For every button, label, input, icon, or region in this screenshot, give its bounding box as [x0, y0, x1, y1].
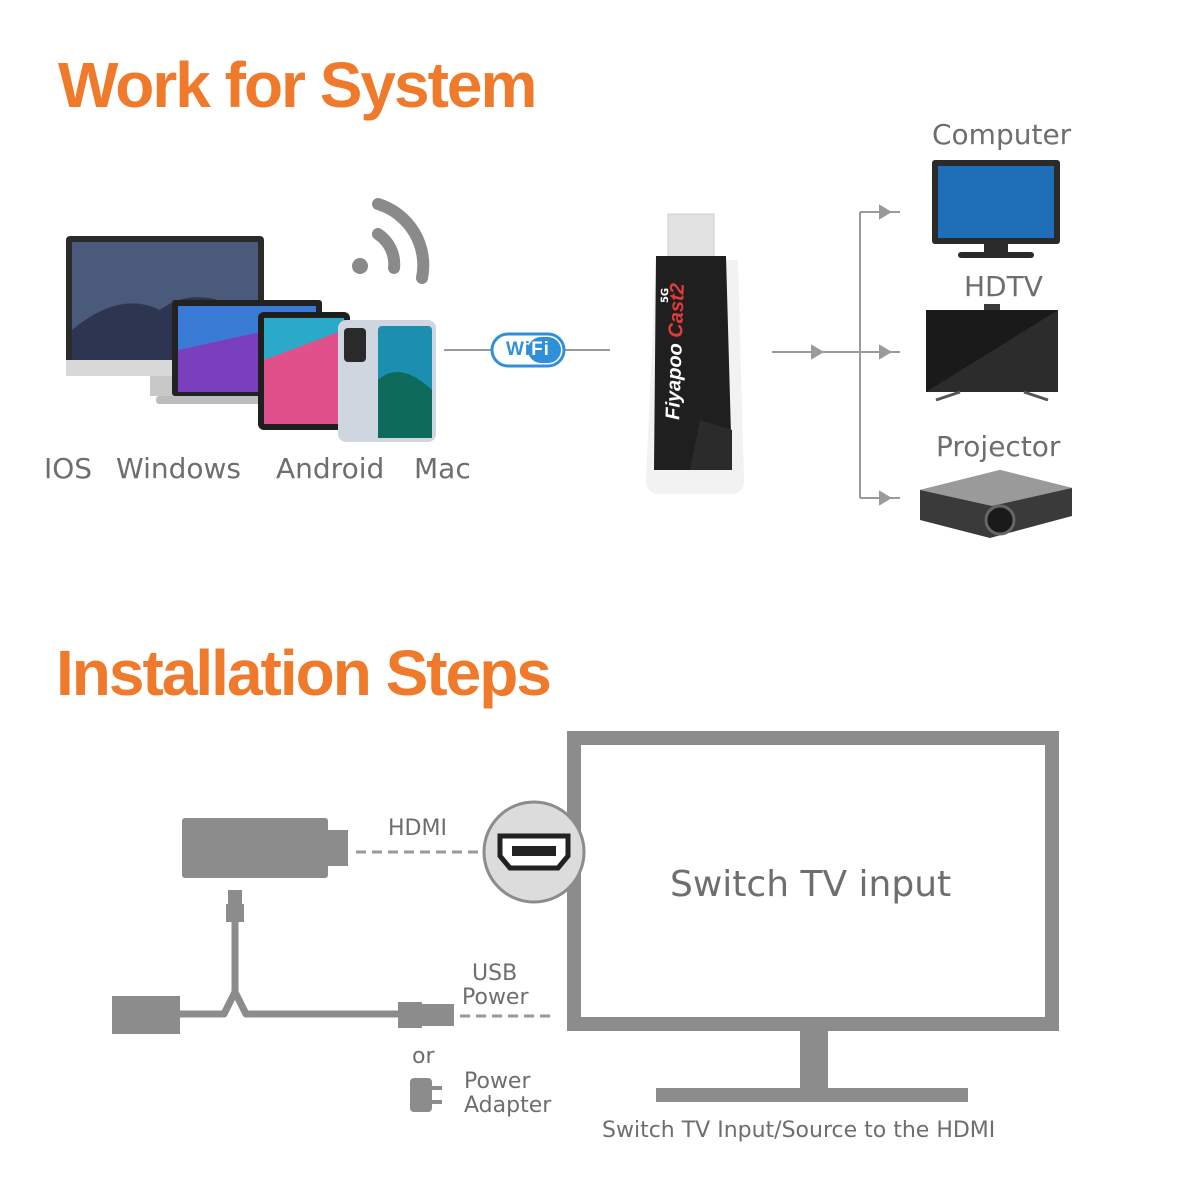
- wireless-signal-icon: [352, 198, 430, 284]
- power-adapter-icon: [410, 1078, 442, 1112]
- power-adapter-label: Power Adapter: [464, 1070, 551, 1118]
- installation-steps-title: Installation Steps: [56, 637, 552, 709]
- hdtv-icon: [926, 304, 1058, 402]
- computer-monitor-icon: [932, 160, 1060, 258]
- tablet-icon: [258, 312, 350, 430]
- output-label-hdtv: HDTV: [964, 270, 1043, 303]
- usb-label-line1: USB: [472, 961, 518, 986]
- system-label-windows: Windows: [116, 452, 241, 485]
- adapter-label-line2: Adapter: [464, 1093, 552, 1118]
- usb-label-line2: Power: [462, 985, 529, 1010]
- micro-usb-plug-icon: [226, 890, 244, 922]
- dongle-side-icon: [182, 818, 348, 878]
- usb-socket-icon: [112, 996, 180, 1034]
- system-label-ios: IOS: [44, 452, 93, 485]
- power-cable: [180, 922, 398, 1018]
- wifi-badge-icon: [490, 332, 566, 368]
- projector-icon: [920, 470, 1072, 538]
- output-label-computer: Computer: [932, 118, 1072, 151]
- or-label: or: [412, 1044, 435, 1069]
- output-label-projector: Projector: [936, 430, 1061, 463]
- dongle-illustration: [646, 213, 744, 494]
- usb-plug-icon: [398, 1002, 454, 1028]
- system-label-android: Android: [276, 452, 385, 485]
- usb-power-label: USB Power: [462, 962, 529, 1010]
- tv-outline-icon: [567, 731, 1059, 1102]
- tv-screen-text: Switch TV input: [670, 864, 952, 905]
- work-for-system-title: Work for System: [58, 49, 537, 121]
- adapter-label-line1: Power: [464, 1069, 531, 1094]
- hdmi-port-icon: [482, 800, 586, 904]
- bottom-caption: Switch TV Input/Source to the HDMI: [602, 1118, 996, 1143]
- hdmi-label: HDMI: [388, 816, 447, 841]
- output-connector-lines: [772, 204, 900, 506]
- phone-icon: [338, 320, 436, 442]
- wifi-badge-label: WiFi: [506, 339, 550, 360]
- system-label-mac: Mac: [414, 452, 471, 485]
